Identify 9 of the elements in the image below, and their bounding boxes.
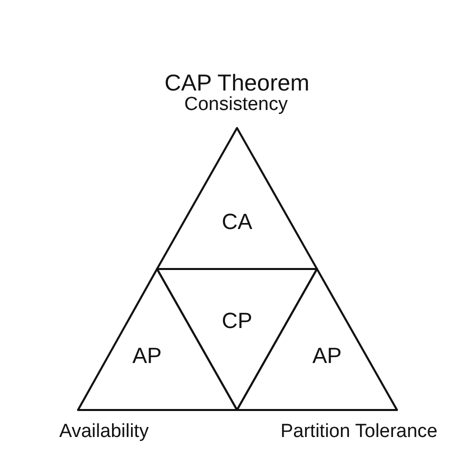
region-label: CA (222, 209, 252, 235)
region-label: AP (132, 343, 162, 369)
vertex-label: Availability (59, 421, 149, 443)
region-label: CP (222, 308, 252, 334)
region-label: AP (312, 343, 342, 369)
vertex-label: Partition Tolerance (280, 421, 438, 443)
vertex-label: Consistency (184, 94, 288, 116)
diagram-title: CAP Theorem (164, 70, 310, 96)
triangle-region (157, 128, 317, 269)
